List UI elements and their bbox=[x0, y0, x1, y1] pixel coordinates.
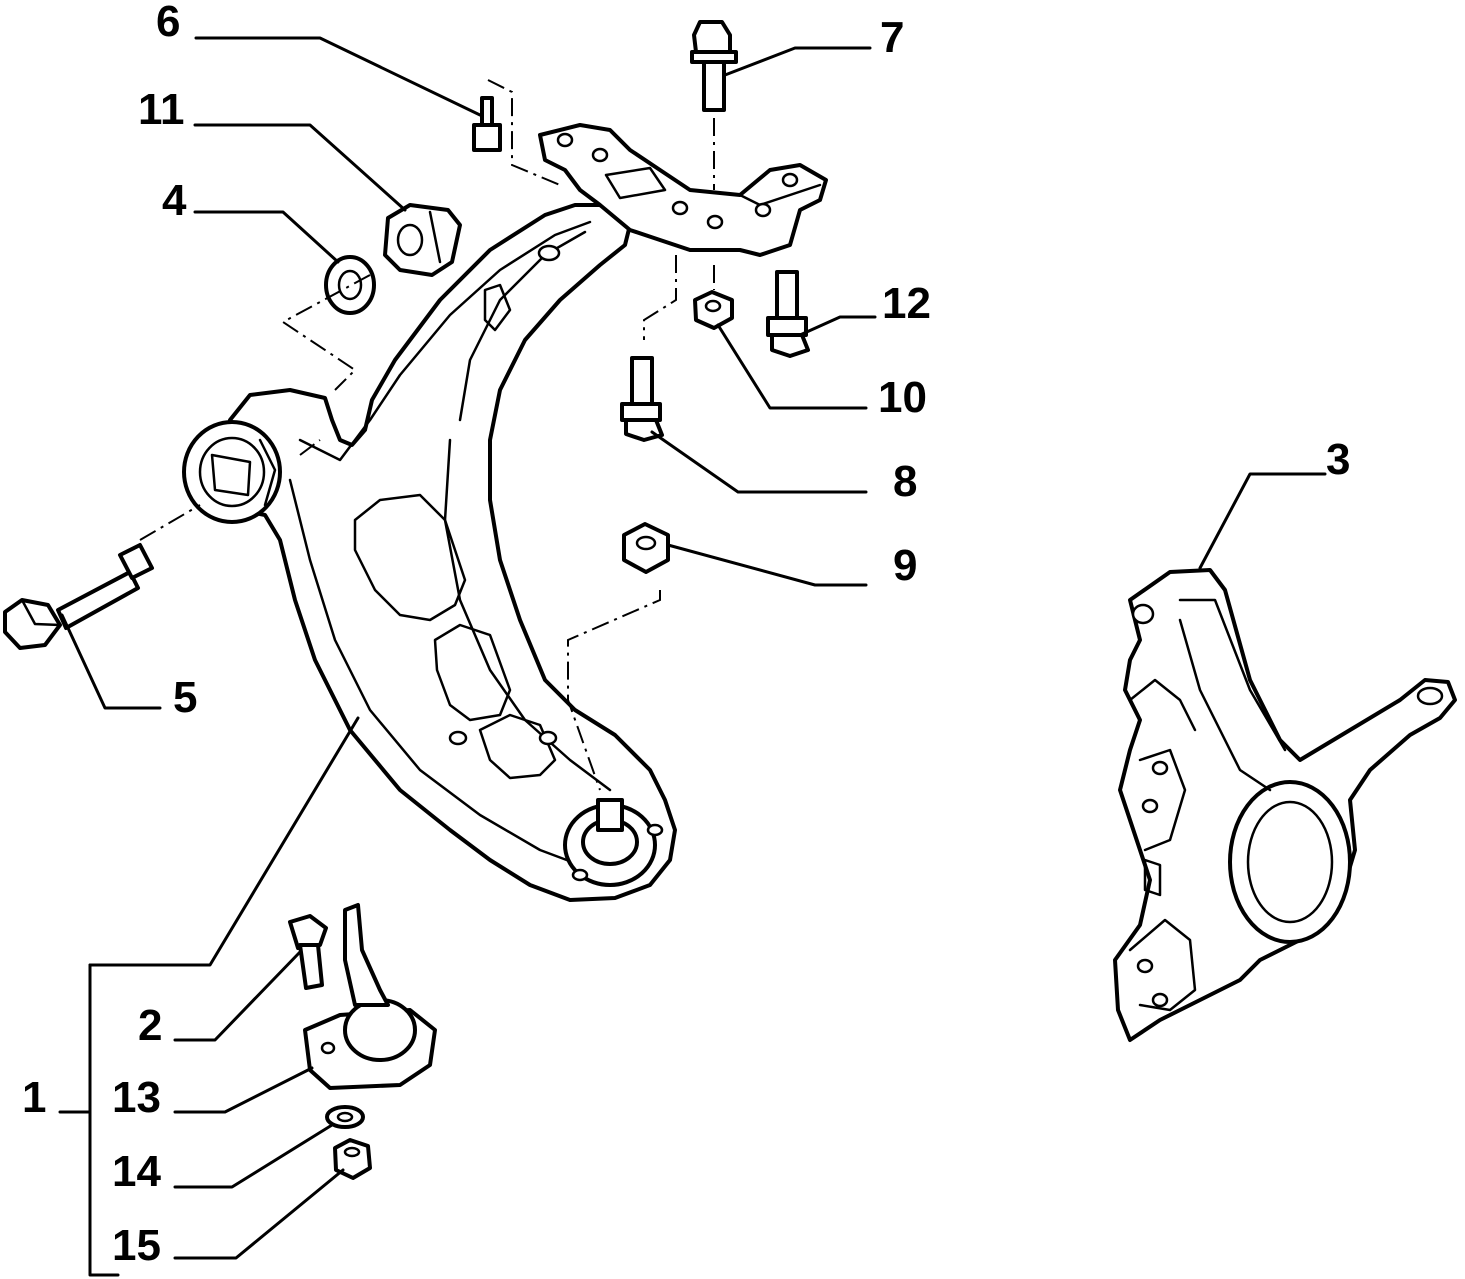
callout-14: 14 bbox=[112, 1147, 161, 1196]
callout-9: 9 bbox=[893, 541, 917, 590]
steering-knuckle bbox=[1113, 568, 1457, 1042]
control-arm bbox=[182, 123, 828, 902]
assembly-axes bbox=[139, 79, 715, 791]
nut-small bbox=[693, 290, 734, 330]
callout-8: 8 bbox=[893, 457, 917, 506]
callout-7: 7 bbox=[880, 13, 904, 62]
small-bolt bbox=[472, 96, 502, 152]
washer bbox=[324, 255, 376, 315]
callout-2: 2 bbox=[138, 1001, 162, 1050]
nut-ball-joint bbox=[622, 522, 670, 574]
callout-5: 5 bbox=[173, 673, 197, 722]
bolt-middle bbox=[620, 356, 664, 442]
callout-13: 13 bbox=[112, 1073, 161, 1122]
callout-numbers: 6 11 4 5 7 12 10 8 9 3 2 13 14 15 1 bbox=[22, 0, 1350, 1270]
ball-joint bbox=[303, 903, 437, 1090]
bolt-top bbox=[690, 20, 738, 112]
callout-15: 15 bbox=[112, 1221, 161, 1270]
washer-small bbox=[325, 1105, 365, 1129]
long-bolt bbox=[3, 543, 154, 650]
nut-large bbox=[383, 203, 462, 277]
nut-ball-joint-bottom bbox=[333, 1138, 372, 1180]
callout-11: 11 bbox=[138, 85, 185, 134]
callout-10: 10 bbox=[878, 373, 927, 422]
bolt-right bbox=[766, 270, 810, 358]
callout-12: 12 bbox=[882, 279, 931, 328]
leader-lines bbox=[58, 36, 1327, 1277]
callout-1: 1 bbox=[22, 1073, 46, 1122]
callout-3: 3 bbox=[1326, 435, 1350, 484]
bolt-ball-joint bbox=[288, 914, 328, 990]
callout-6: 6 bbox=[156, 0, 180, 46]
callout-4: 4 bbox=[162, 176, 187, 225]
